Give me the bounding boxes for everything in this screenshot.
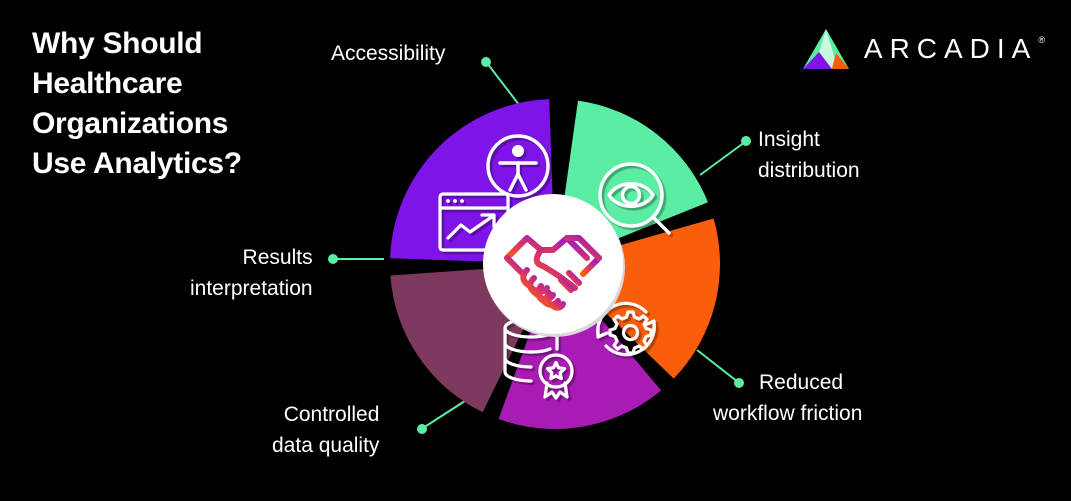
label-insight-line-1: Insight <box>758 128 820 151</box>
arcadia-wordmark-text: ARCADIA <box>863 33 1038 64</box>
label-controlled-data-quality: Controlled data quality <box>272 399 379 461</box>
label-insight-line-2: distribution <box>758 159 860 182</box>
label-accessibility-line-1: Accessibility <box>331 42 446 65</box>
registered-trademark-icon: ® <box>1038 35 1045 45</box>
analytics-pie-chart <box>385 94 725 434</box>
center-hub <box>483 194 623 334</box>
leader-dot-results <box>328 254 338 264</box>
title-line-4: Use Analytics? <box>32 147 242 180</box>
label-reduced-workflow-friction: Reduced workflow friction <box>713 367 862 429</box>
leader-dot-accessibility <box>481 57 491 67</box>
gear-refresh-icon <box>596 301 656 357</box>
label-reduced-line-2: workflow friction <box>713 402 863 425</box>
accessibility-person-icon <box>486 134 550 198</box>
leader-dot-insight <box>741 136 751 146</box>
title-line-2: Healthcare <box>32 67 183 100</box>
label-results-line-1: Results <box>242 246 313 269</box>
title-line-1: Why Should <box>32 27 203 60</box>
arcadia-logo-mark <box>802 29 849 69</box>
arcadia-logo: ARCADIA ® <box>802 26 1045 72</box>
eye-magnifier-icon <box>598 162 671 235</box>
handshake-icon <box>504 235 602 311</box>
page-title: Why Should Healthcare Organizations Use … <box>32 24 372 184</box>
label-results-interpretation: Results interpretation <box>190 242 313 304</box>
label-controlled-line-1: Controlled <box>283 403 380 426</box>
title-line-3: Organizations <box>32 107 229 140</box>
arcadia-wordmark: ARCADIA ® <box>864 34 1045 64</box>
label-results-line-2: interpretation <box>190 277 313 300</box>
pie-segment-controlled-data-quality[interactable] <box>498 264 662 429</box>
label-controlled-line-2: data quality <box>272 434 380 457</box>
label-reduced-line-1: Reduced <box>759 371 844 394</box>
label-accessibility: Accessibility <box>331 38 445 69</box>
label-insight-distribution: Insight distribution <box>758 124 860 186</box>
